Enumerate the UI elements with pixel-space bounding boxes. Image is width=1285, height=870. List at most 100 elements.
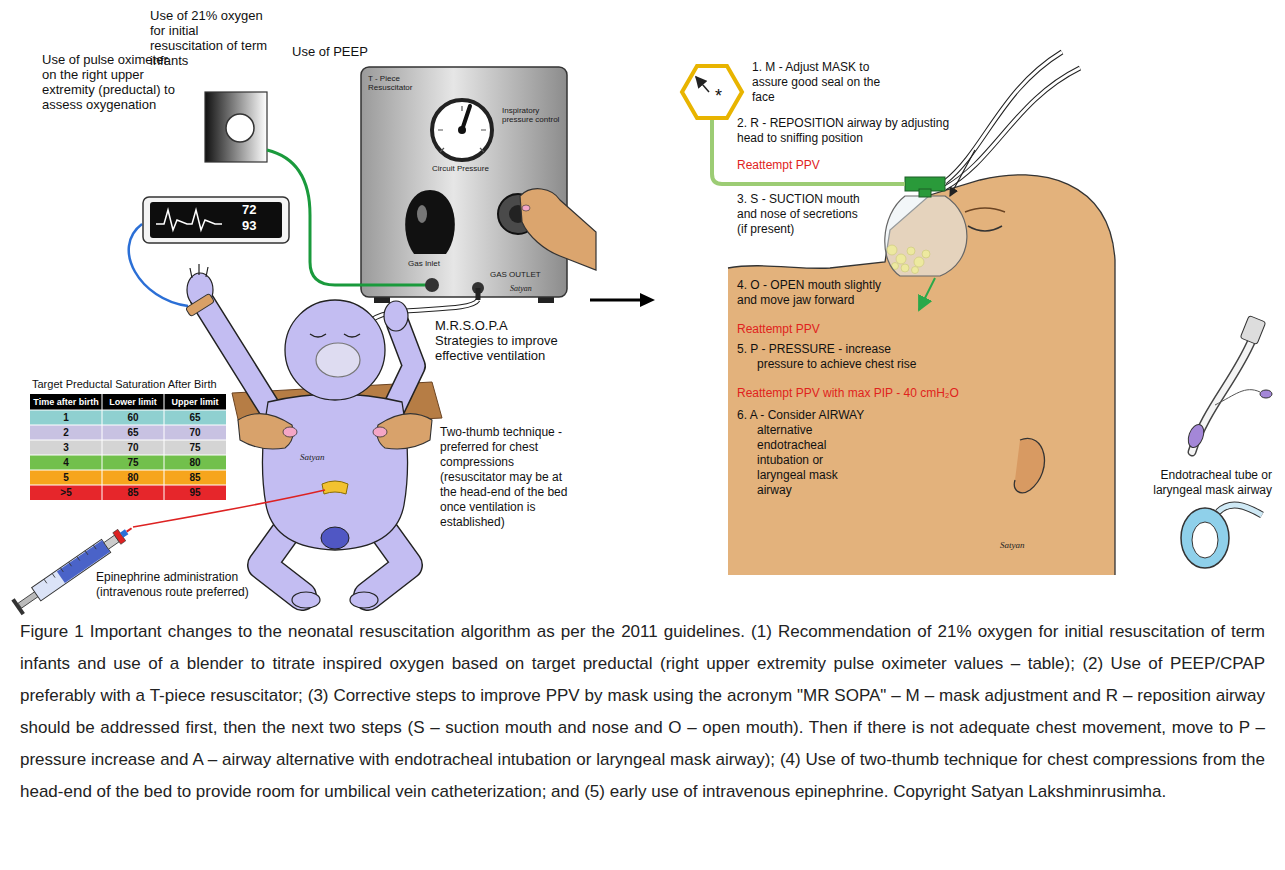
note: Use of pulse oximeter on the right upper… [42, 52, 184, 112]
baby [262, 394, 407, 550]
t-piece-resuscitator [438, 106, 486, 152]
flow-arrow [640, 293, 655, 307]
baby [321, 527, 349, 549]
saturation-table [30, 485, 226, 500]
device-label: Inspiratory pressure control [502, 106, 562, 124]
baby [202, 300, 272, 412]
table-cell: 85 [102, 487, 164, 499]
laryngeal-mask [1181, 505, 1262, 568]
note: Use of PEEP [292, 44, 368, 59]
endotracheal-tube [1240, 316, 1266, 345]
baby [185, 264, 442, 608]
display-value: 72 [242, 202, 256, 217]
t-piece-resuscitator [432, 100, 492, 160]
step-text: 4. O - OPEN mouth slightly and move jaw … [737, 278, 897, 308]
baby [316, 343, 360, 377]
table-cell: 70 [164, 427, 226, 439]
device-label: Gas Inlet [408, 259, 440, 268]
table-cell: 80 [164, 457, 226, 469]
table-cell: 3 [30, 442, 102, 454]
infant-head [968, 226, 1002, 231]
t-piece-resuscitator [360, 284, 426, 287]
note: Two-thumb technique - preferred for ches… [440, 425, 580, 530]
laryngeal-mask [1192, 522, 1218, 558]
endotracheal-tube [1215, 390, 1260, 405]
device-label: GAS OUTLET [490, 270, 541, 279]
signature: Satyan [300, 452, 325, 462]
saturation-table [30, 394, 226, 410]
face-mask [885, 196, 967, 276]
step-text: 6. A - Consider AIRWAY alternative endot… [737, 408, 865, 498]
device-label: Circuit Pressure [432, 164, 489, 173]
note: M.R.S.O.P.A Strategies to improve effect… [435, 318, 560, 363]
flow-arrow [590, 299, 641, 302]
table-cell: 2 [30, 427, 102, 439]
t-piece-resuscitator: T - Piece ResuscitatorCircuit Pressure In… [360, 66, 568, 304]
syringe [11, 521, 136, 615]
jaw-arrow [919, 278, 935, 310]
table-cell: 75 [102, 457, 164, 469]
baby [190, 264, 208, 278]
t-piece-resuscitator [361, 67, 567, 297]
table-cell: 65 [102, 427, 164, 439]
t-piece-resuscitator [476, 288, 481, 300]
step-text: 5. P - PRESSURE - increase pressure to a… [737, 342, 927, 372]
saturation-table [30, 394, 226, 500]
infant-head [965, 208, 1005, 212]
t-piece-resuscitator [425, 278, 439, 292]
syringe [127, 528, 132, 531]
figure-caption: Figure 1 Important changes to the neonat… [20, 616, 1265, 808]
pulse-oximeter [156, 210, 222, 230]
note: Use of 21% oxygen for initial resuscitat… [150, 8, 272, 68]
t-piece-resuscitator [405, 190, 455, 254]
table-cell: 75 [164, 442, 226, 454]
resuscitator-hands [283, 427, 297, 437]
face-mask [919, 189, 931, 197]
flow-arrow [590, 293, 655, 307]
table-header: Lower limit [102, 397, 164, 407]
resuscitator-hands [373, 427, 387, 437]
baby [350, 592, 378, 608]
baby [392, 324, 414, 412]
umbilical-line [133, 490, 325, 527]
step-text: 3. S - SUCTION mouth and nose of secreti… [737, 192, 867, 237]
baby [285, 300, 385, 400]
infant-head [1014, 438, 1044, 492]
face-mask [945, 68, 1080, 188]
signature: Satyan [510, 284, 532, 293]
syringe [44, 545, 96, 583]
laryngeal-mask [1218, 505, 1262, 515]
endotracheal-tube [1185, 316, 1272, 452]
table-title: Target Preductal Saturation After Birth [32, 378, 217, 391]
oxygen-blender [205, 92, 267, 162]
table-cell: 70 [102, 442, 164, 454]
table-cell: 60 [102, 412, 164, 424]
baby [310, 334, 360, 337]
face-mask [945, 52, 1062, 182]
table-cell: 4 [30, 457, 102, 469]
oxygen-blender [205, 92, 267, 162]
saturation-table [30, 425, 226, 440]
device-label: T - Piece Resuscitator [368, 74, 418, 92]
step-text: 1. M - Adjust MASK to assure good seal o… [752, 60, 902, 105]
pulse-oximeter: 7293 [142, 196, 290, 244]
display-value: 93 [242, 218, 256, 233]
table-cell: 1 [30, 412, 102, 424]
pulse-oximeter [143, 197, 289, 243]
table-cell: 80 [102, 472, 164, 484]
face-mask [885, 52, 1080, 276]
endotracheal-tube [1185, 422, 1206, 449]
pointer-arrow [950, 150, 975, 196]
pulse-oximeter [142, 196, 290, 244]
reattempt-note: Reattempt PPV [737, 322, 820, 337]
baby [202, 300, 272, 412]
baby [292, 592, 320, 608]
reattempt-note: Reattempt PPV [737, 158, 820, 173]
baby [384, 301, 408, 331]
table-header: Time after birth [30, 397, 102, 407]
gauge-mark: * [715, 87, 722, 105]
saturation-table [30, 455, 226, 470]
manometer [696, 77, 709, 92]
t-piece-resuscitator [360, 66, 568, 304]
table-cell: 5 [30, 472, 102, 484]
